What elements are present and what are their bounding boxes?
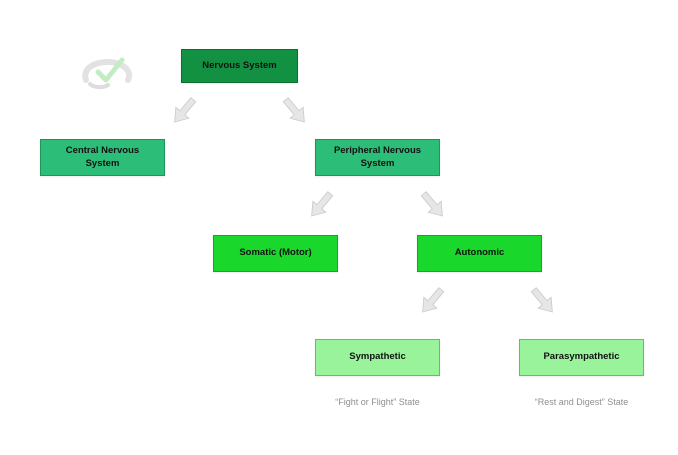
arrow-icon — [304, 187, 338, 222]
node-label: Nervous System — [202, 59, 277, 71]
node-central-nervous-system[interactable]: Central Nervous System — [40, 139, 165, 176]
arrow-icon — [416, 187, 450, 222]
node-label: Somatic (Motor) — [239, 247, 312, 259]
node-nervous-system[interactable]: Nervous System — [181, 49, 298, 83]
caption-parasympathetic: “Rest and Digest” State — [534, 397, 629, 407]
arrow-icon — [415, 283, 449, 318]
node-somatic[interactable]: Somatic (Motor) — [213, 235, 338, 272]
node-sympathetic[interactable]: Sympathetic — [315, 339, 440, 376]
node-label: Central Nervous System — [65, 144, 140, 169]
check-logo-icon — [82, 57, 133, 90]
node-parasympathetic[interactable]: Parasympathetic — [519, 339, 644, 376]
node-label: Autonomic — [454, 247, 505, 259]
node-label: Parasympathetic — [543, 351, 620, 363]
caption-sympathetic: “Fight or Flight” State — [335, 397, 420, 407]
node-peripheral-nervous-system[interactable]: Peripheral Nervous System — [315, 139, 440, 176]
arrow-icon — [167, 93, 201, 128]
node-label: Peripheral Nervous System — [333, 144, 422, 169]
node-label: Sympathetic — [349, 351, 406, 363]
arrow-icon — [278, 93, 312, 128]
arrow-icon — [526, 283, 560, 318]
node-autonomic[interactable]: Autonomic — [417, 235, 542, 272]
